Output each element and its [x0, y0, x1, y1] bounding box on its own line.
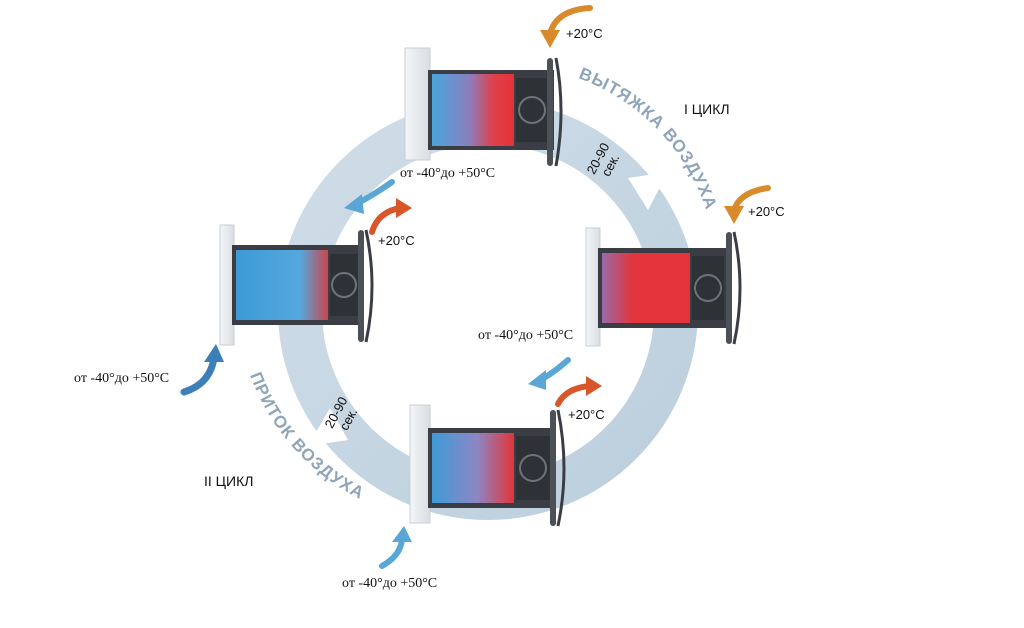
temp-outdoor-left: от -40°до +50°C: [74, 371, 170, 386]
cycle-2-label: II ЦИКЛ: [204, 473, 254, 489]
temp-indoor-left: +20°C: [378, 233, 415, 248]
arrow-indoor-out-bottom-head: [586, 376, 602, 396]
arrow-indoor-out-bottom: [555, 383, 593, 407]
arrow-indoor-in-top-head: [540, 30, 560, 48]
arrow-outdoor-in-bottom-head: [392, 526, 412, 542]
ventilator-unit-left: [219, 224, 374, 346]
ring-arrowhead-top: [628, 172, 668, 210]
arrow-outdoor-in-left-head: [204, 344, 224, 362]
arrow-outdoor-out-top-head: [344, 194, 364, 214]
temp-indoor-bottom: +20°C: [568, 407, 605, 422]
temp-outdoor-top: от -40°до +50°C: [400, 166, 496, 181]
arrow-indoor-out-left-head: [396, 198, 412, 218]
temp-outdoor-bottom: от -40°до +50°C: [342, 576, 438, 591]
ventilator-unit-top: [404, 47, 563, 167]
ventilator-unit-bottom: [409, 404, 566, 527]
arrow-outdoor-in-bottom: [379, 537, 405, 569]
temp-indoor-top: +20°C: [566, 26, 603, 41]
temp-outdoor-right: от -40°до +50°C: [478, 328, 574, 343]
ring-arrowhead-bottom: [308, 408, 348, 446]
temp-indoor-right: +20°C: [748, 204, 785, 219]
arrow-outdoor-in-left: [180, 354, 218, 396]
ventilator-unit-right: [585, 227, 742, 347]
arrow-outdoor-out-right-head: [528, 370, 546, 390]
arrow-indoor-out-left: [369, 205, 403, 235]
arrow-indoor-in-right-head: [724, 206, 744, 224]
cycle-1-label: I ЦИКЛ: [684, 101, 730, 117]
